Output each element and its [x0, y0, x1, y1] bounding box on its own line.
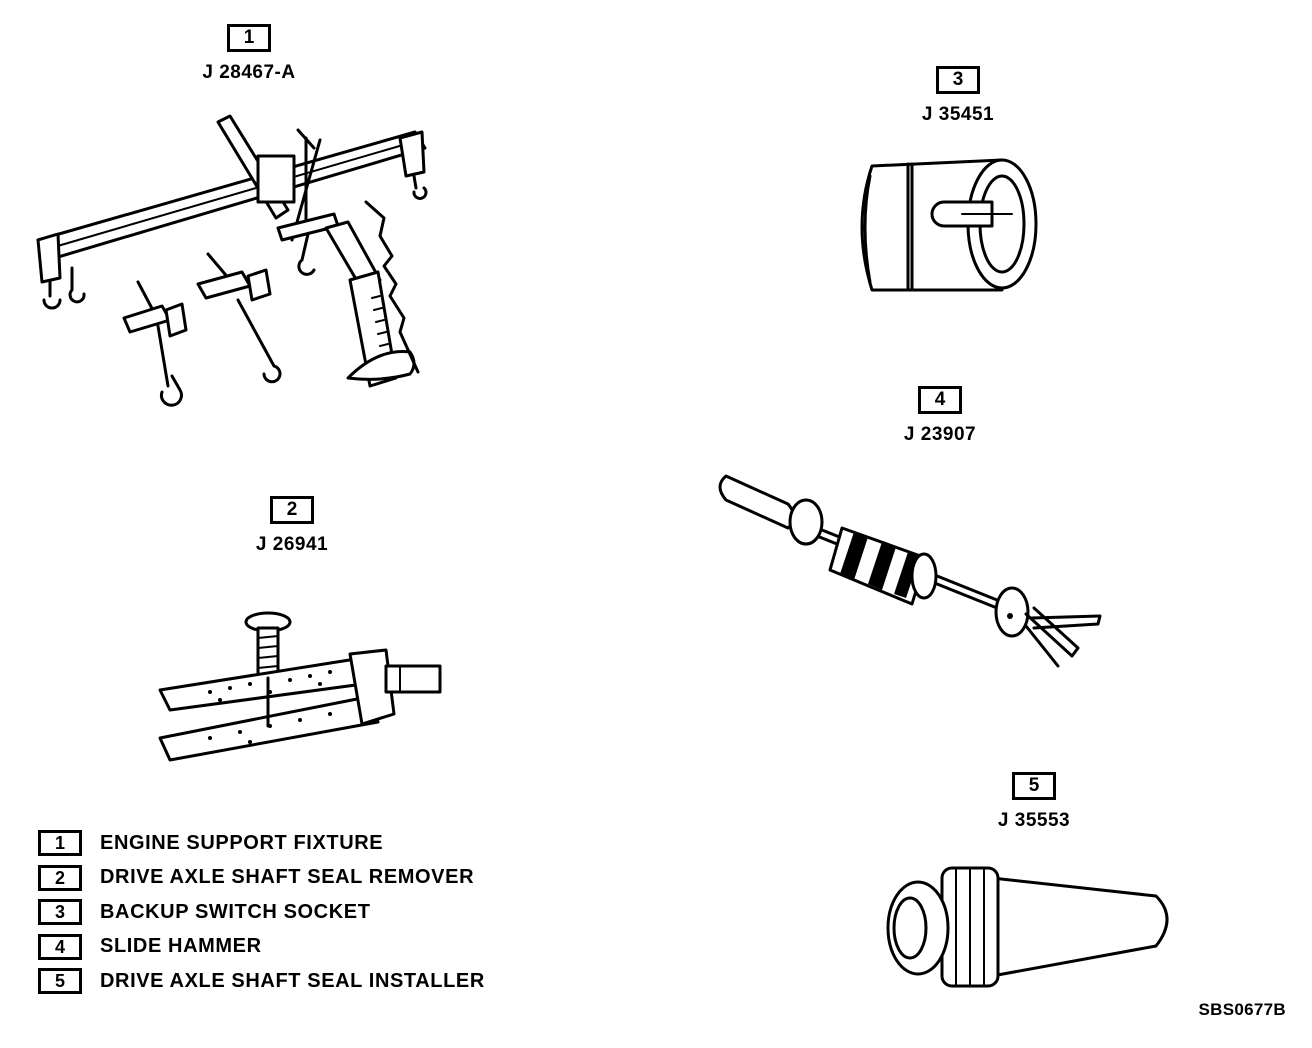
tool-4-number: 4: [918, 386, 962, 414]
tool-5-part-number: J 35553: [997, 810, 1071, 831]
legend-row-2: 2 DRIVE AXLE SHAFT SEAL REMOVER: [38, 861, 485, 896]
legend-label: DRIVE AXLE SHAFT SEAL INSTALLER: [100, 969, 485, 992]
tool-3-number: 3: [936, 66, 980, 94]
tool-2-number: 2: [270, 496, 314, 524]
engine-support-fixture-icon: [30, 110, 470, 430]
legend-number: 5: [38, 968, 82, 995]
legend-label: ENGINE SUPPORT FIXTURE: [100, 831, 384, 854]
tool-2-part-number: J 26941: [255, 534, 329, 555]
legend-label: SLIDE HAMMER: [100, 935, 262, 958]
tool-1-number: 1: [227, 24, 271, 52]
legend-row-3: 3 BACKUP SWITCH SOCKET: [38, 895, 485, 930]
legend-number: 1: [38, 830, 82, 857]
tool-5-callout: 5 J 35553: [934, 772, 1134, 832]
tool-4-part-number: J 23907: [903, 424, 977, 445]
legend-row-5: 5 DRIVE AXLE SHAFT SEAL INSTALLER: [38, 964, 485, 999]
slide-hammer-icon: [712, 466, 1112, 686]
tool-legend: 1 ENGINE SUPPORT FIXTURE 2 DRIVE AXLE SH…: [38, 826, 485, 999]
backup-switch-socket-icon: [852, 156, 1052, 296]
legend-row-4: 4 SLIDE HAMMER: [38, 930, 485, 965]
legend-number: 4: [38, 933, 82, 960]
seal-installer-icon: [882, 862, 1182, 992]
seal-remover-icon: [150, 610, 450, 780]
legend-label: BACKUP SWITCH SOCKET: [100, 900, 371, 923]
legend-row-1: 1 ENGINE SUPPORT FIXTURE: [38, 826, 485, 861]
legend-number: 3: [38, 899, 82, 926]
tool-3-part-number: J 35451: [921, 104, 995, 125]
tool-2-callout: 2 J 26941: [192, 496, 392, 556]
legend-number: 2: [38, 864, 82, 891]
legend-label: DRIVE AXLE SHAFT SEAL REMOVER: [100, 866, 475, 889]
tool-1-callout: 1 J 28467-A: [149, 24, 349, 84]
figure-code: SBS0677B: [1198, 1000, 1286, 1019]
tool-3-callout: 3 J 35451: [858, 66, 1058, 126]
tool-1-part-number: J 28467-A: [202, 62, 296, 83]
tool-4-callout: 4 J 23907: [840, 386, 1040, 446]
tool-5-number: 5: [1012, 772, 1056, 800]
